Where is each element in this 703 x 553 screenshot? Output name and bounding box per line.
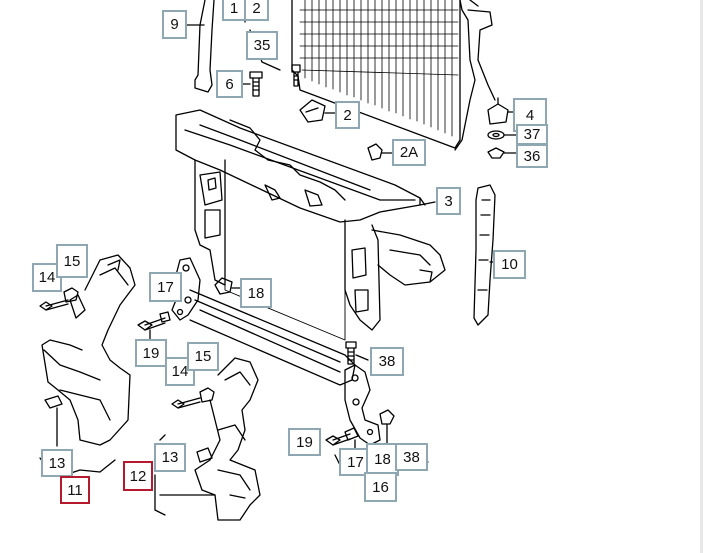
- callout-2-top[interactable]: 2: [244, 0, 269, 21]
- clip-15-left: [63, 287, 79, 303]
- bolt-14-right: [171, 387, 215, 409]
- callout-12[interactable]: 12: [123, 461, 153, 491]
- callout-1[interactable]: 1: [222, 0, 246, 21]
- nut-36: [487, 147, 517, 159]
- part-9-strip: [194, 0, 215, 93]
- callout-3[interactable]: 3: [436, 187, 461, 215]
- right-bracket: [344, 364, 381, 446]
- callout-10[interactable]: 10: [493, 250, 526, 279]
- callout-9[interactable]: 9: [162, 10, 187, 39]
- callout-15-left[interactable]: 15: [56, 244, 88, 278]
- callout-18-right[interactable]: 18: [366, 443, 399, 476]
- callout-19-right[interactable]: 19: [288, 428, 321, 456]
- callout-2a[interactable]: 2A: [392, 139, 426, 166]
- right-air-duct: [194, 357, 261, 521]
- bolt-14-left: [39, 299, 69, 311]
- callout-17-left[interactable]: 17: [149, 272, 182, 302]
- callout-38-upper[interactable]: 38: [370, 347, 404, 376]
- callout-15-right[interactable]: 15: [187, 342, 219, 371]
- front-carrier: [175, 109, 446, 386]
- callout-11[interactable]: 11: [60, 476, 90, 504]
- callout-38-lower[interactable]: 38: [395, 443, 428, 471]
- left-air-duct: [41, 254, 136, 446]
- callout-6[interactable]: 6: [216, 70, 243, 98]
- bolt-6: [242, 71, 263, 97]
- callout-2[interactable]: 2: [335, 101, 360, 129]
- mount-4: [487, 97, 517, 125]
- washer-37: [487, 130, 517, 140]
- callout-19-left[interactable]: 19: [135, 339, 167, 367]
- callout-13-right[interactable]: 13: [154, 443, 186, 472]
- callout-35[interactable]: 35: [246, 31, 278, 60]
- radiator: [291, 0, 496, 151]
- part-10-air-guide: [473, 184, 496, 326]
- scroll-edge: [700, 0, 703, 553]
- bolt-35: [291, 64, 301, 87]
- callout-13-left[interactable]: 13: [41, 449, 73, 477]
- plug-2a: [367, 143, 393, 161]
- callout-36[interactable]: 36: [516, 144, 548, 168]
- callout-18-left[interactable]: 18: [240, 278, 272, 308]
- callout-37[interactable]: 37: [516, 124, 548, 145]
- bolt-38: [345, 341, 369, 365]
- clip-2: [299, 99, 336, 123]
- callout-16[interactable]: 16: [364, 472, 397, 502]
